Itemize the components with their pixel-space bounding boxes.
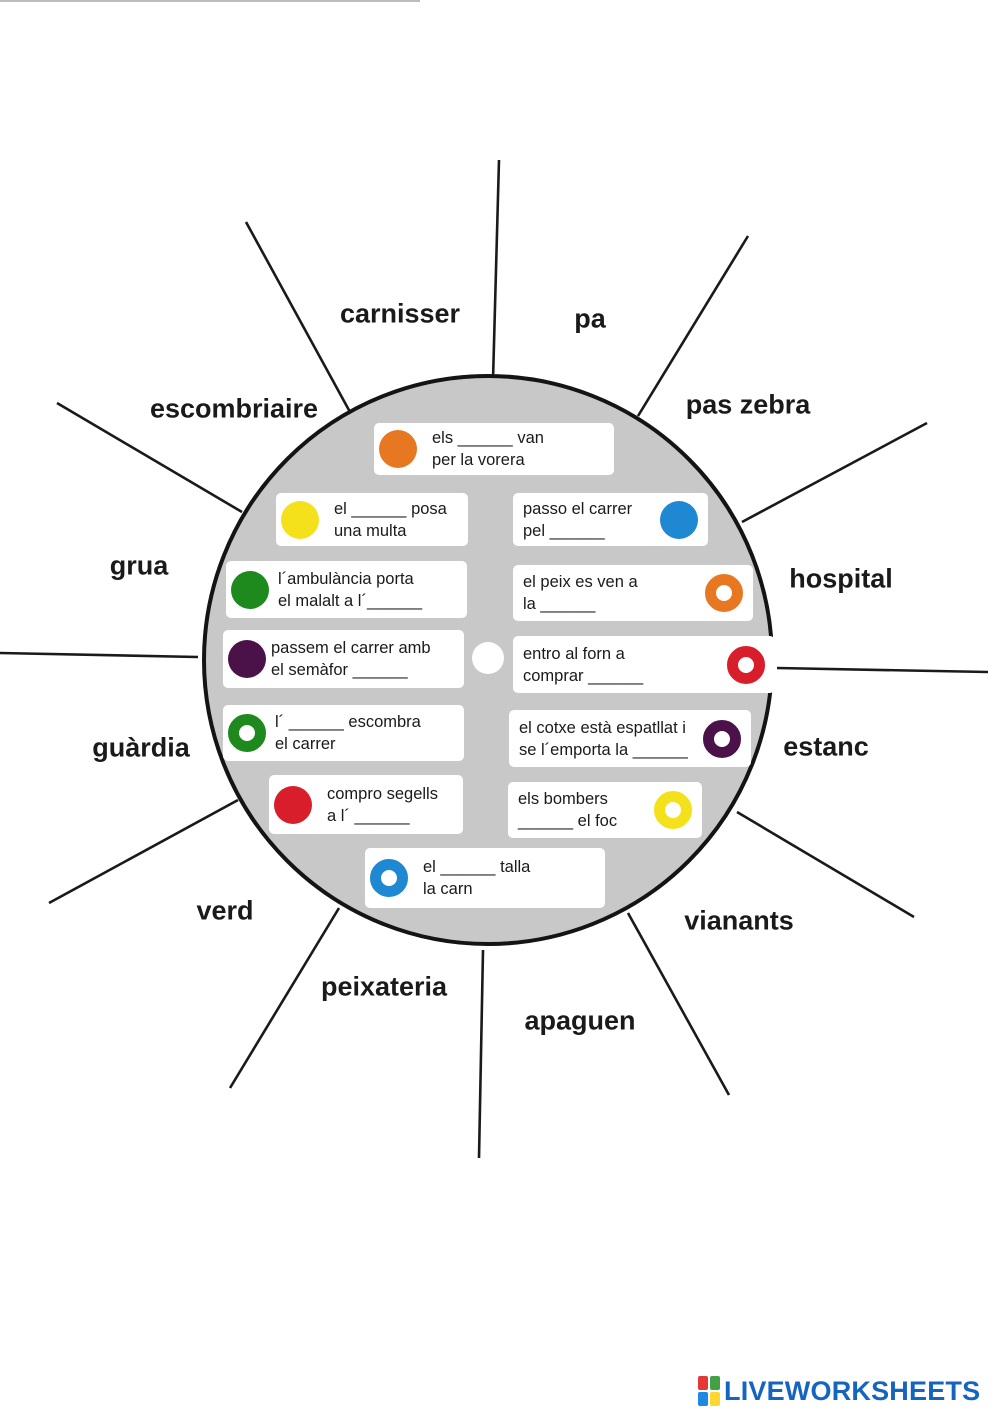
clue-card-ambulancia: l´ambulància porta el malalt a l´______ [226, 561, 467, 618]
center-hole [472, 642, 504, 674]
color-dot-icon [660, 500, 698, 539]
spoke-line [228, 907, 341, 1089]
color-dot-icon [274, 785, 312, 824]
clue-text: el cotxe està espatllat i se l´emporta l… [519, 718, 688, 759]
outer-word-estanc: estanc [783, 731, 869, 762]
outer-word-carnisser: carnisser [339, 298, 461, 329]
outer-word-guardia: guàrdia [92, 732, 190, 763]
clue-text: entro al forn a comprar ______ [523, 644, 644, 685]
outer-word-apaguen: apaguen [524, 1005, 636, 1036]
clue-text: passo el carrer pel ______ [523, 499, 633, 540]
clue-card-peix: el peix es ven a la ______ [513, 565, 753, 621]
spoke-line [491, 159, 501, 381]
spoke-line [741, 421, 928, 524]
logo-square [698, 1376, 708, 1390]
outer-word-grua: grua [109, 550, 169, 581]
brand-name: LIVEWORKSHEETS [724, 1375, 981, 1406]
color-ring-icon [654, 791, 692, 829]
clue-card-segells: compro segells a l´ ______ [269, 775, 463, 834]
clue-text: els ______ van per la vorera [432, 429, 544, 469]
clue-text: el ______ talla la carn [423, 858, 531, 898]
spoke-line [56, 401, 243, 514]
clue-card-semafor: passem el carrer amb el semàfor ______ [223, 630, 464, 688]
logo-square [710, 1376, 720, 1390]
liveworksheets-logo-icon [698, 1376, 720, 1406]
clue-card-forn: entro al forn a comprar ______ [513, 636, 775, 693]
spoke-line [0, 651, 199, 659]
spoke-lines [0, 159, 989, 1159]
spoke-line [477, 949, 485, 1159]
logo-square [710, 1392, 720, 1406]
clue-card-carn: el ______ talla la carn [365, 848, 605, 908]
clue-card-multa: el ______ posa una multa [276, 493, 468, 546]
outer-word-escombriaire: escombriaire [149, 393, 319, 424]
outer-word-verd: verd [196, 895, 254, 926]
color-dot-icon [231, 570, 269, 609]
spoke-line [244, 221, 352, 413]
outer-word-pa: pa [574, 303, 606, 334]
clue-card-cotxe: el cotxe està espatllat i se l´emporta l… [509, 710, 751, 767]
color-ring-icon [705, 574, 743, 612]
clue-text: compro segells a l´ ______ [327, 784, 438, 825]
clue-text: l´ ______ escombra el carrer [275, 713, 421, 753]
outer-word-vianants: vianants [684, 905, 794, 936]
color-ring-icon [228, 714, 266, 752]
clue-text: l´ambulància porta el malalt a l´______ [278, 569, 423, 610]
spoke-line [48, 798, 239, 905]
spoke-line [636, 235, 750, 417]
clue-text: passem el carrer amb el semàfor ______ [271, 639, 431, 679]
clue-card-vorera: els ______ van per la vorera [374, 423, 614, 475]
outer-word-hospital: hospital [789, 563, 893, 594]
logo-square [698, 1392, 708, 1406]
clue-card-pel: passo el carrer pel ______ [513, 493, 708, 546]
liveworksheets-brand: LIVEWORKSHEETS [698, 1374, 980, 1408]
color-ring-icon [370, 859, 408, 897]
color-ring-icon [703, 719, 741, 758]
clue-text: el peix es ven a la ______ [523, 573, 638, 613]
clue-text: els bombers ______ el foc [518, 790, 618, 830]
outer-word-peixateria: peixateria [320, 971, 448, 1002]
clue-card-escombra: l´ ______ escombra el carrer [223, 705, 464, 761]
clue-card-bombers: els bombers ______ el foc [508, 782, 702, 838]
spoke-line [776, 666, 989, 674]
spoke-line [626, 912, 731, 1096]
color-dot-icon [281, 500, 319, 539]
spoke-line [736, 810, 915, 919]
color-ring-icon [727, 645, 765, 684]
outer-word-pas-zebra: pas zebra [685, 389, 811, 420]
color-dot-icon [228, 640, 266, 678]
color-dot-icon [379, 430, 417, 468]
clue-text: el ______ posa una multa [334, 499, 447, 540]
